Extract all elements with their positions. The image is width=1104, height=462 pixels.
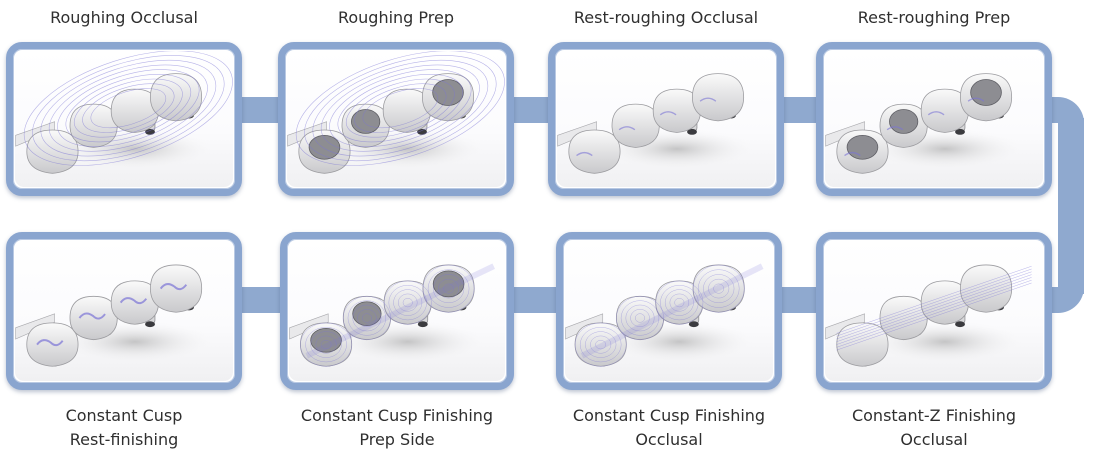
toolpath-render xyxy=(287,51,505,187)
caption-rest-roughing-prep: Rest-roughing Prep xyxy=(816,6,1052,30)
caption-line: Roughing Occlusal xyxy=(6,6,242,30)
caption-line: Occlusal xyxy=(816,428,1052,452)
step-rest-roughing-occlusal xyxy=(548,42,784,196)
step-roughing-prep xyxy=(278,42,514,196)
caption-line: Constant-Z Finishing xyxy=(816,404,1052,428)
toolpath-render xyxy=(15,51,233,187)
caption-line: Occlusal xyxy=(546,428,792,452)
bridge-model xyxy=(558,74,760,174)
step-constant-cusp-finishing-prep-side xyxy=(280,232,514,390)
caption-constant-cusp-finishing-occlusal: Constant Cusp Finishing Occlusal xyxy=(546,404,792,452)
caption-line: Rest-roughing Prep xyxy=(816,6,1052,30)
step-constant-cusp-finishing-occlusal xyxy=(556,232,782,390)
connector-4-5-bottom xyxy=(1048,287,1084,313)
step-constant-z-finishing-occlusal xyxy=(816,232,1052,390)
connector-6-7 xyxy=(510,287,558,313)
toolpath-render xyxy=(15,241,233,381)
step-roughing-occlusal xyxy=(6,42,242,196)
toolpath-render xyxy=(289,241,505,381)
caption-line: Constant Cusp xyxy=(6,404,242,428)
toolpath-render xyxy=(557,51,775,187)
caption-constant-cusp-rest-finishing: Constant Cusp Rest-finishing xyxy=(6,404,242,452)
caption-constant-z-finishing-occlusal: Constant-Z Finishing Occlusal xyxy=(816,404,1052,452)
step-constant-cusp-rest-finishing xyxy=(6,232,242,390)
toolpath-render xyxy=(565,241,773,381)
bridge-model xyxy=(16,265,218,366)
caption-line: Roughing Prep xyxy=(278,6,514,30)
caption-line: Constant Cusp Finishing xyxy=(546,404,792,428)
step-rest-roughing-prep xyxy=(816,42,1052,196)
bridge-model xyxy=(826,74,1028,174)
caption-line: Rest-finishing xyxy=(6,428,242,452)
bridge-model xyxy=(288,74,490,174)
bridge-model xyxy=(826,265,1028,366)
connector-4-5-side xyxy=(1058,118,1084,294)
bridge-model xyxy=(16,74,218,174)
caption-rest-roughing-occlusal: Rest-roughing Occlusal xyxy=(548,6,784,30)
toolpath-render xyxy=(825,241,1043,381)
caption-roughing-occlusal: Roughing Occlusal xyxy=(6,6,242,30)
caption-line: Rest-roughing Occlusal xyxy=(548,6,784,30)
caption-roughing-prep: Roughing Prep xyxy=(278,6,514,30)
caption-line: Constant Cusp Finishing xyxy=(276,404,518,428)
caption-line: Prep Side xyxy=(276,428,518,452)
caption-constant-cusp-finishing-prep-side: Constant Cusp Finishing Prep Side xyxy=(276,404,518,452)
toolpath-render xyxy=(825,51,1043,187)
